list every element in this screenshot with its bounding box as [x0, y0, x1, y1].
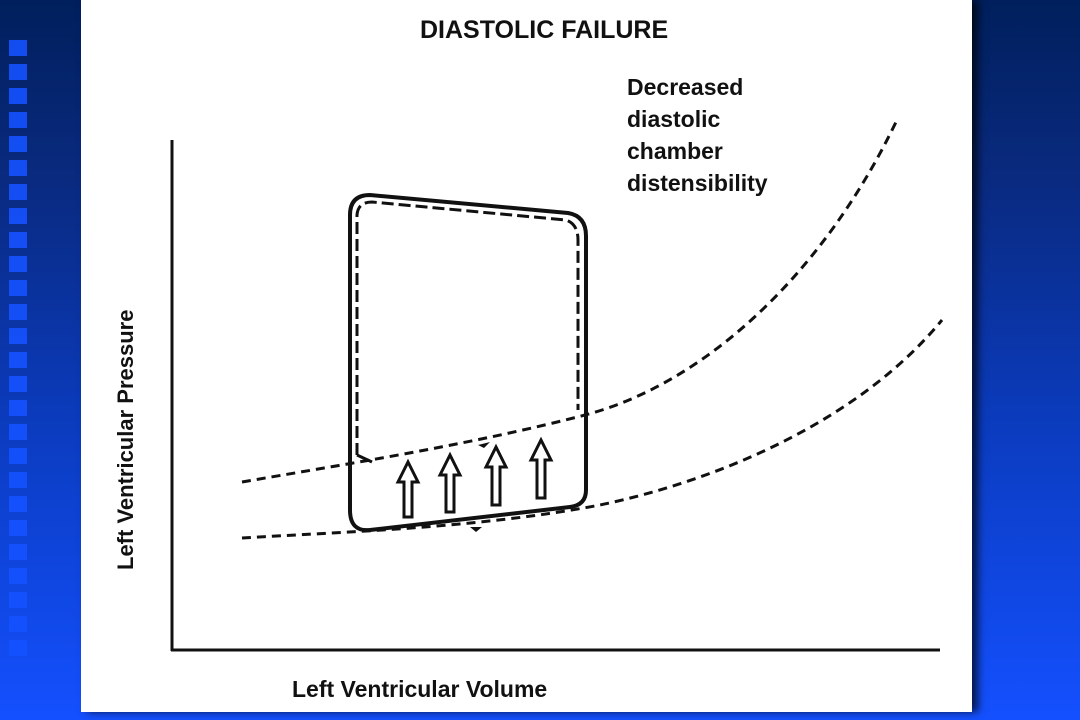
decorative-square — [9, 568, 27, 584]
decorative-square — [9, 328, 27, 344]
upper-diastolic-curve — [241, 121, 898, 484]
decorative-square — [9, 424, 27, 440]
decorative-square — [9, 256, 27, 272]
annotation-line-1: Decreased — [627, 74, 743, 100]
decorative-square — [9, 184, 27, 200]
decorative-square — [9, 208, 27, 224]
lower-diastolic-curve — [241, 319, 944, 540]
decorative-square — [9, 352, 27, 368]
decorative-square — [9, 160, 27, 176]
up-arrow-icon — [528, 436, 554, 500]
decorative-square — [9, 400, 27, 416]
up-arrow-icon — [395, 458, 421, 519]
decorative-square — [9, 40, 27, 56]
slide-panel — [81, 0, 972, 712]
decorative-square — [9, 112, 27, 128]
decorative-square — [9, 280, 27, 296]
decorative-square — [9, 496, 27, 512]
decorative-square — [9, 472, 27, 488]
flow-arrowhead-icon — [470, 527, 482, 532]
annotation-line-4: distensibility — [627, 170, 768, 196]
loop-tick — [356, 453, 373, 464]
pressure-volume-loop — [348, 192, 588, 533]
decorative-square — [9, 304, 27, 320]
decorative-square — [9, 448, 27, 464]
decorative-square — [9, 592, 27, 608]
annotation-line-2: diastolic — [627, 106, 721, 132]
loop-dashed-outline — [355, 200, 580, 455]
up-arrow-icon — [437, 451, 463, 514]
decorative-square — [9, 64, 27, 80]
annotation-line-3: chamber — [627, 138, 723, 164]
up-arrow-icon — [483, 443, 509, 507]
decorative-square-strip — [9, 0, 27, 720]
upward-arrows — [395, 436, 554, 519]
decorative-square — [9, 376, 27, 392]
decorative-square — [9, 640, 27, 656]
diagram-title: DIASTOLIC FAILURE — [420, 16, 668, 44]
y-axis-label: Left Ventricular Pressure — [113, 310, 138, 570]
decorative-square — [9, 136, 27, 152]
flow-arrowhead-icon — [478, 442, 490, 448]
decorative-square — [9, 232, 27, 248]
decorative-square — [9, 616, 27, 632]
decorative-square — [9, 520, 27, 536]
decorative-square — [9, 544, 27, 560]
decorative-square — [9, 88, 27, 104]
x-axis-label: Left Ventricular Volume — [292, 676, 547, 702]
